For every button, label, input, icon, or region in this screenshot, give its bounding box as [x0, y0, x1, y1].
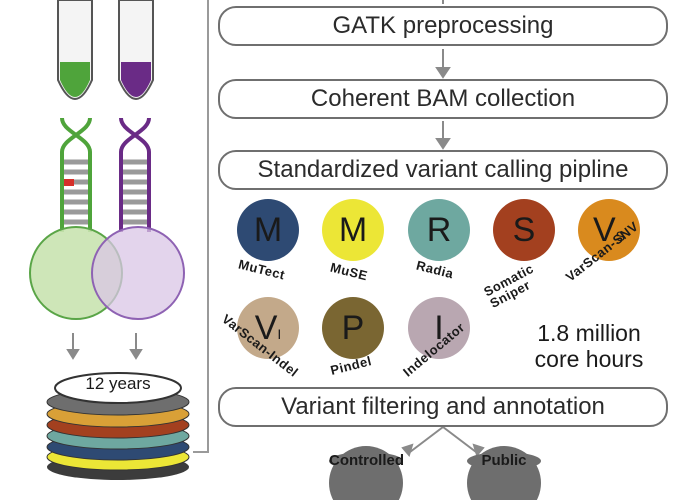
archive-label: 12 years [85, 374, 151, 393]
caller-varscan-indel-letter: V [254, 309, 278, 347]
normal-sample-circle [91, 226, 185, 320]
compute-hours: 1.8 million core hours [522, 320, 656, 372]
caller-muse-letter: M [338, 211, 368, 249]
sample-arrows [66, 333, 143, 360]
caller-mutect-letter: M [253, 211, 283, 249]
caller-pindel-circle: P [322, 297, 384, 359]
dna-right [119, 117, 151, 232]
caller-mutect-circle: M [237, 199, 299, 261]
caller-muse-circle: M [322, 199, 384, 261]
flow-arrows [401, 0, 485, 458]
bracket-line [193, 0, 209, 453]
caller-varscan-snv-letter: V [592, 211, 616, 249]
caller-indelocator-letter: I [434, 309, 444, 347]
dna-left [60, 117, 92, 232]
step-variant-calling: Standardized variant calling pipline [218, 150, 668, 190]
caller-varscan-snv-subscript: S [615, 228, 626, 244]
step-gatk-preprocessing: GATK preprocessing [218, 6, 668, 46]
caller-indelocator-circle: I [408, 297, 470, 359]
compute-hours-line1: 1.8 million [537, 320, 641, 346]
caller-radia-letter: R [426, 211, 452, 249]
caller-varscan-indel-circle: VI [237, 297, 299, 359]
tube-left-liquid [60, 62, 90, 97]
caller-varscan-indel-subscript: I [277, 326, 282, 342]
step-variant-filtering: Variant filtering and annotation [218, 387, 668, 427]
caller-varscan-snv-circle: VS [578, 199, 640, 261]
caller-pindel-letter: P [341, 309, 365, 347]
public-output-label: Public [467, 452, 541, 470]
tube-right-liquid [121, 62, 151, 97]
step-bam-collection: Coherent BAM collection [218, 79, 668, 119]
archive-disc-stack [46, 372, 190, 480]
caller-somaticsniper-letter: S [512, 211, 536, 249]
caller-radia-circle: R [408, 199, 470, 261]
mutation-mark [64, 179, 74, 186]
sample-tubes [57, 0, 154, 100]
controlled-output-label: Controlled [329, 452, 404, 470]
compute-hours-line2: core hours [534, 346, 644, 372]
caller-somaticsniper-circle: S [493, 199, 555, 261]
